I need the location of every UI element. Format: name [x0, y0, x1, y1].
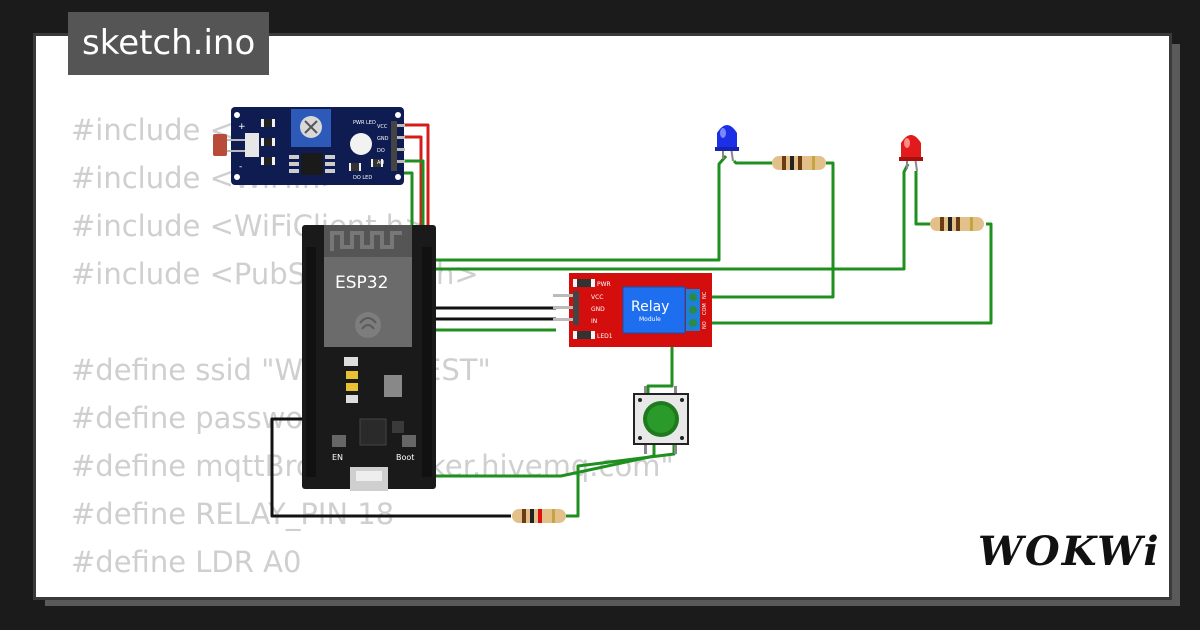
relay-led1-label: LED1 [597, 333, 613, 340]
esp32-board[interactable]: ESP32 EN Boot [302, 225, 436, 491]
relay-terminal-com: COM [702, 303, 708, 315]
wire-green-blue-led[interactable] [432, 155, 728, 262]
circuit-diagram: + - PWR LED DO LED VCC GND DO AO [213, 107, 993, 523]
relay-subtitle: Module [639, 316, 661, 323]
esp32-label: ESP32 [335, 273, 388, 293]
relay-module[interactable]: PWR LED1 VCC GND IN Relay Module NC COM … [553, 273, 712, 347]
photoresistor-icon [213, 134, 227, 156]
file-name-tab[interactable]: sketch.ino [68, 12, 270, 75]
wire-green-res-relay-no[interactable] [696, 222, 993, 325]
code-line: #define LIGHT_SENSOR_PIN 34 [71, 586, 674, 597]
relay-title: Relay [631, 299, 669, 315]
status-led-icon [350, 133, 372, 155]
wire-green-red-res[interactable] [914, 171, 934, 226]
pushbutton[interactable] [633, 386, 689, 454]
sensor-do-led-label: DO LED [353, 175, 372, 181]
code-line: #define LDR A0 [71, 545, 302, 579]
sensor-pin-gnd: GND [377, 136, 389, 142]
boot-button-icon[interactable] [402, 435, 416, 447]
resistor-button[interactable] [512, 509, 566, 523]
wire-black-gnd-resistor[interactable] [270, 417, 511, 518]
resistor-blue-led[interactable] [772, 156, 826, 170]
resistor-red-led[interactable] [930, 217, 984, 231]
sensor-pin-vcc: VCC [377, 124, 388, 130]
relay-pin-vcc: VCC [591, 294, 603, 301]
blue-led[interactable] [715, 125, 739, 162]
relay-pin-gnd: GND [591, 306, 605, 313]
wire-green-button-res[interactable] [566, 444, 676, 518]
svg-text:+: + [238, 122, 246, 132]
en-label: EN [332, 453, 343, 462]
svg-text:-: - [239, 162, 242, 172]
relay-pin-in: IN [591, 318, 597, 325]
esp32-right-header [422, 247, 432, 477]
wire-green-blue-res[interactable] [732, 159, 776, 165]
esp32-left-header [306, 247, 316, 477]
sensor-pin-ao: AO [377, 160, 384, 166]
wokwi-logo: WOKWi [978, 528, 1161, 575]
wire-green-red-led[interactable] [432, 163, 910, 271]
wire-green-res-relay[interactable] [696, 161, 835, 299]
relay-terminal-nc: NC [702, 291, 708, 299]
red-led[interactable] [899, 135, 923, 172]
boot-label: Boot [396, 453, 414, 462]
wire-green-button-esp[interactable] [432, 444, 656, 478]
sensor-pwr-led-label: PWR LED [353, 120, 376, 126]
sensor-pin-do: DO [377, 148, 385, 154]
relay-pwr-label: PWR [597, 281, 611, 288]
ldr-sensor-module[interactable]: + - PWR LED DO LED VCC GND DO AO [213, 107, 405, 185]
project-preview-card[interactable]: #include <WiFi.h>#include <WiFi.h>#inclu… [33, 33, 1172, 600]
en-button-icon[interactable] [332, 435, 346, 447]
relay-terminal-no: NO [702, 321, 708, 329]
